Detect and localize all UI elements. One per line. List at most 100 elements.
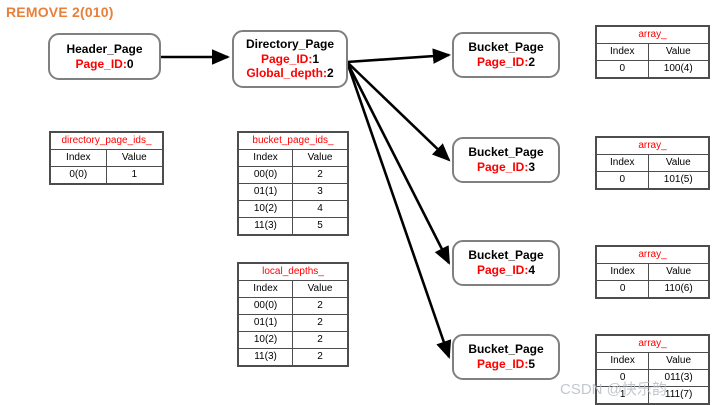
bucket-page-2-page-id: Page_ID:2	[477, 55, 535, 70]
table-row: 0(0) 1	[50, 166, 164, 184]
edge-directory-to-bucket-2	[346, 48, 452, 64]
cell-value: 100(4)	[647, 60, 709, 78]
cell-value: 110(6)	[648, 280, 709, 298]
directory-page-page-id-label: Page_ID:	[260, 51, 313, 66]
bucket-page-3-page-id-value: 3	[528, 160, 536, 174]
edge-directory-to-bucket-5	[345, 61, 452, 359]
node-directory-page[interactable]: Directory_Page Page_ID:1 Global_depth:2	[232, 30, 348, 88]
bucket-page-2-page-id-value: 2	[528, 55, 536, 69]
table-row: 10(2) 2	[237, 331, 348, 349]
cell-value: 3	[292, 183, 348, 201]
local-depths-caption: local_depths_	[238, 263, 348, 281]
cell-index: 0	[595, 369, 650, 387]
header-page-page-id-label: Page_ID:	[75, 56, 127, 71]
bucket-page-2-name: Bucket_Page	[468, 40, 544, 55]
table-row: 0 101(5)	[596, 171, 709, 189]
table-row: 0 100(4)	[596, 60, 709, 78]
cell-value: 2	[292, 166, 348, 184]
cell-value: 4	[292, 200, 348, 218]
cell-value: 2	[292, 348, 348, 366]
cell-index: 10(2)	[237, 331, 294, 349]
node-bucket-page-2[interactable]: Bucket_Page Page_ID:2	[452, 32, 560, 78]
cell-value: 2	[292, 297, 348, 315]
cell-value: 5	[292, 217, 348, 235]
array-bucket-5-caption: array_	[596, 335, 709, 353]
array-bucket-2-caption: array_	[596, 26, 709, 44]
page-title: REMOVE 2(010)	[6, 4, 114, 20]
table-directory-page-ids: directory_page_ids_ Index Value 0(0) 1	[49, 131, 164, 185]
bucket-page-3-page-id: Page_ID:3	[477, 160, 535, 175]
bucket-page-4-name: Bucket_Page	[468, 248, 544, 263]
bucket-page-4-page-id: Page_ID:4	[477, 263, 535, 278]
table-row: 0 011(3)	[595, 369, 709, 387]
directory-page-page-id-value: 1	[312, 51, 320, 66]
header-page-name: Header_Page	[66, 41, 143, 56]
cell-index: 0	[596, 60, 649, 78]
directory-page-ids-col-value: Value	[105, 149, 164, 167]
cell-index: 01(1)	[237, 314, 294, 332]
header-page-page-id: Page_ID:0	[75, 57, 133, 72]
array-bucket-4-col-index: Index	[595, 263, 650, 281]
table-array-bucket-4: array_ Index Value 0 110(6)	[595, 245, 710, 299]
cell-index: 01(1)	[237, 183, 294, 201]
table-row: 10(2) 4	[237, 200, 348, 218]
cell-index: 0	[596, 171, 649, 189]
table-row: 11(3) 5	[237, 217, 348, 235]
array-bucket-2-col-index: Index	[596, 43, 649, 61]
array-bucket-3-col-value: Value	[647, 154, 709, 172]
array-bucket-2-col-value: Value	[647, 43, 709, 61]
directory-page-page-id: Page_ID:1	[261, 52, 319, 67]
bucket-page-5-page-id-label: Page_ID:	[476, 357, 529, 371]
cell-index: 00(0)	[237, 297, 294, 315]
table-array-bucket-5: array_ Index Value 0 011(3) 1 111(7)	[595, 334, 710, 405]
bucket-page-5-page-id-value: 5	[528, 357, 536, 371]
array-bucket-5-col-value: Value	[648, 352, 709, 370]
bucket-page-ids-col-index: Index	[237, 149, 294, 167]
array-bucket-3-caption: array_	[596, 137, 709, 155]
table-row: 0 110(6)	[595, 280, 709, 298]
bucket-page-3-name: Bucket_Page	[468, 145, 544, 160]
directory-page-ids-caption: directory_page_ids_	[50, 132, 163, 150]
cell-index: 0(0)	[50, 166, 107, 184]
bucket-page-4-page-id-label: Page_ID:	[476, 263, 529, 277]
bucket-page-3-page-id-label: Page_ID:	[476, 160, 529, 174]
local-depths-col-index: Index	[237, 280, 294, 298]
node-bucket-page-3[interactable]: Bucket_Page Page_ID:3	[452, 137, 560, 183]
directory-page-global-depth-label: Global_depth:	[246, 66, 327, 81]
table-row: 11(3) 2	[237, 348, 348, 366]
bucket-page-4-page-id-value: 4	[528, 263, 536, 277]
bucket-page-5-name: Bucket_Page	[468, 342, 544, 357]
table-local-depths: local_depths_ Index Value 00(0) 2 01(1) …	[237, 262, 349, 367]
header-page-page-id-value: 0	[126, 56, 134, 71]
node-bucket-page-4[interactable]: Bucket_Page Page_ID:4	[452, 240, 560, 286]
table-array-bucket-2: array_ Index Value 0 100(4)	[595, 25, 710, 79]
cell-index: 0	[595, 280, 650, 298]
cell-index: 1	[595, 386, 650, 404]
edge-directory-to-bucket-4	[345, 61, 451, 265]
cell-value: 2	[292, 331, 348, 349]
array-bucket-3-col-index: Index	[596, 154, 649, 172]
array-bucket-4-caption: array_	[596, 246, 709, 264]
table-row: 01(1) 2	[237, 314, 348, 332]
cell-index: 11(3)	[237, 217, 294, 235]
cell-value: 111(7)	[648, 386, 709, 404]
table-row: 00(0) 2	[237, 297, 348, 315]
node-bucket-page-5[interactable]: Bucket_Page Page_ID:5	[452, 334, 560, 380]
node-header-page[interactable]: Header_Page Page_ID:0	[48, 33, 161, 80]
cell-value: 1	[105, 166, 164, 184]
bucket-page-5-page-id: Page_ID:5	[477, 357, 535, 372]
directory-page-ids-col-index: Index	[50, 149, 107, 167]
bucket-page-ids-caption: bucket_page_ids_	[238, 132, 348, 150]
edge-directory-to-bucket-3	[346, 61, 451, 162]
directory-page-name: Directory_Page	[245, 36, 335, 51]
array-bucket-4-col-value: Value	[648, 263, 709, 281]
cell-value: 011(3)	[648, 369, 709, 387]
directory-page-global-depth-value: 2	[326, 66, 334, 81]
cell-value: 2	[292, 314, 348, 332]
table-row: 00(0) 2	[237, 166, 348, 184]
table-bucket-page-ids: bucket_page_ids_ Index Value 00(0) 2 01(…	[237, 131, 349, 236]
array-bucket-5-col-index: Index	[595, 352, 650, 370]
cell-index: 10(2)	[237, 200, 294, 218]
